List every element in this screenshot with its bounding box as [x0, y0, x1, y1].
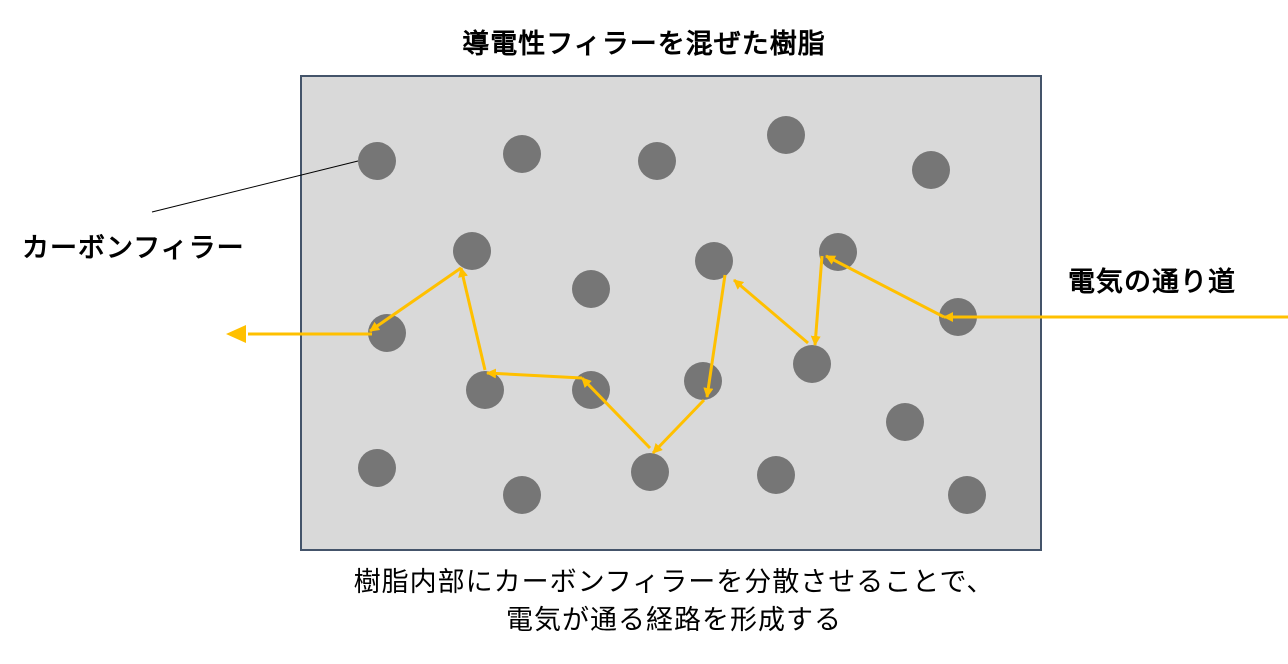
filler-particle [358, 449, 396, 487]
path-arrow [733, 278, 809, 345]
filler-particle [503, 476, 541, 514]
filler-particle [572, 270, 610, 308]
filler-particle [503, 135, 541, 173]
filler-particle [695, 242, 733, 280]
conduction-path [248, 254, 1288, 455]
filler-particle [819, 233, 857, 271]
path-arrow [810, 255, 824, 346]
path-arrow [369, 266, 462, 333]
resin-block [300, 75, 1042, 551]
path-arrow [486, 368, 583, 380]
filler-particle [948, 476, 986, 514]
caption-line-2: 電気が通る経路を形成する [506, 605, 842, 636]
path-arrow [458, 267, 487, 371]
filler-particle [358, 142, 396, 180]
diagram-caption: 樹脂内部にカーボンフィラーを分散させることで、 電気が通る経路を形成する [0, 564, 1288, 640]
filler-particle [757, 456, 795, 494]
diagram-title: 導電性フィラーを混ぜた樹脂 [462, 29, 826, 60]
filler-leader-line [151, 160, 359, 213]
filler-particle [912, 151, 950, 189]
path-arrow [651, 398, 706, 455]
path-arrow [580, 376, 652, 450]
path-arrow [825, 254, 945, 319]
filler-particle [793, 345, 831, 383]
filler-particle [453, 232, 491, 270]
path-exit-arrowhead [226, 325, 246, 343]
caption-line-1: 樹脂内部にカーボンフィラーを分散させることで、 [353, 567, 995, 598]
conduction-path-label: 電気の通り道 [1068, 267, 1236, 298]
filler-particle [466, 371, 504, 409]
filler-particle [886, 403, 924, 441]
path-arrow [703, 274, 727, 398]
filler-particle [631, 453, 669, 491]
filler-label: カーボンフィラー [22, 233, 245, 264]
filler-particle [638, 142, 676, 180]
filler-particle [767, 116, 805, 154]
filler-particle [684, 362, 722, 400]
